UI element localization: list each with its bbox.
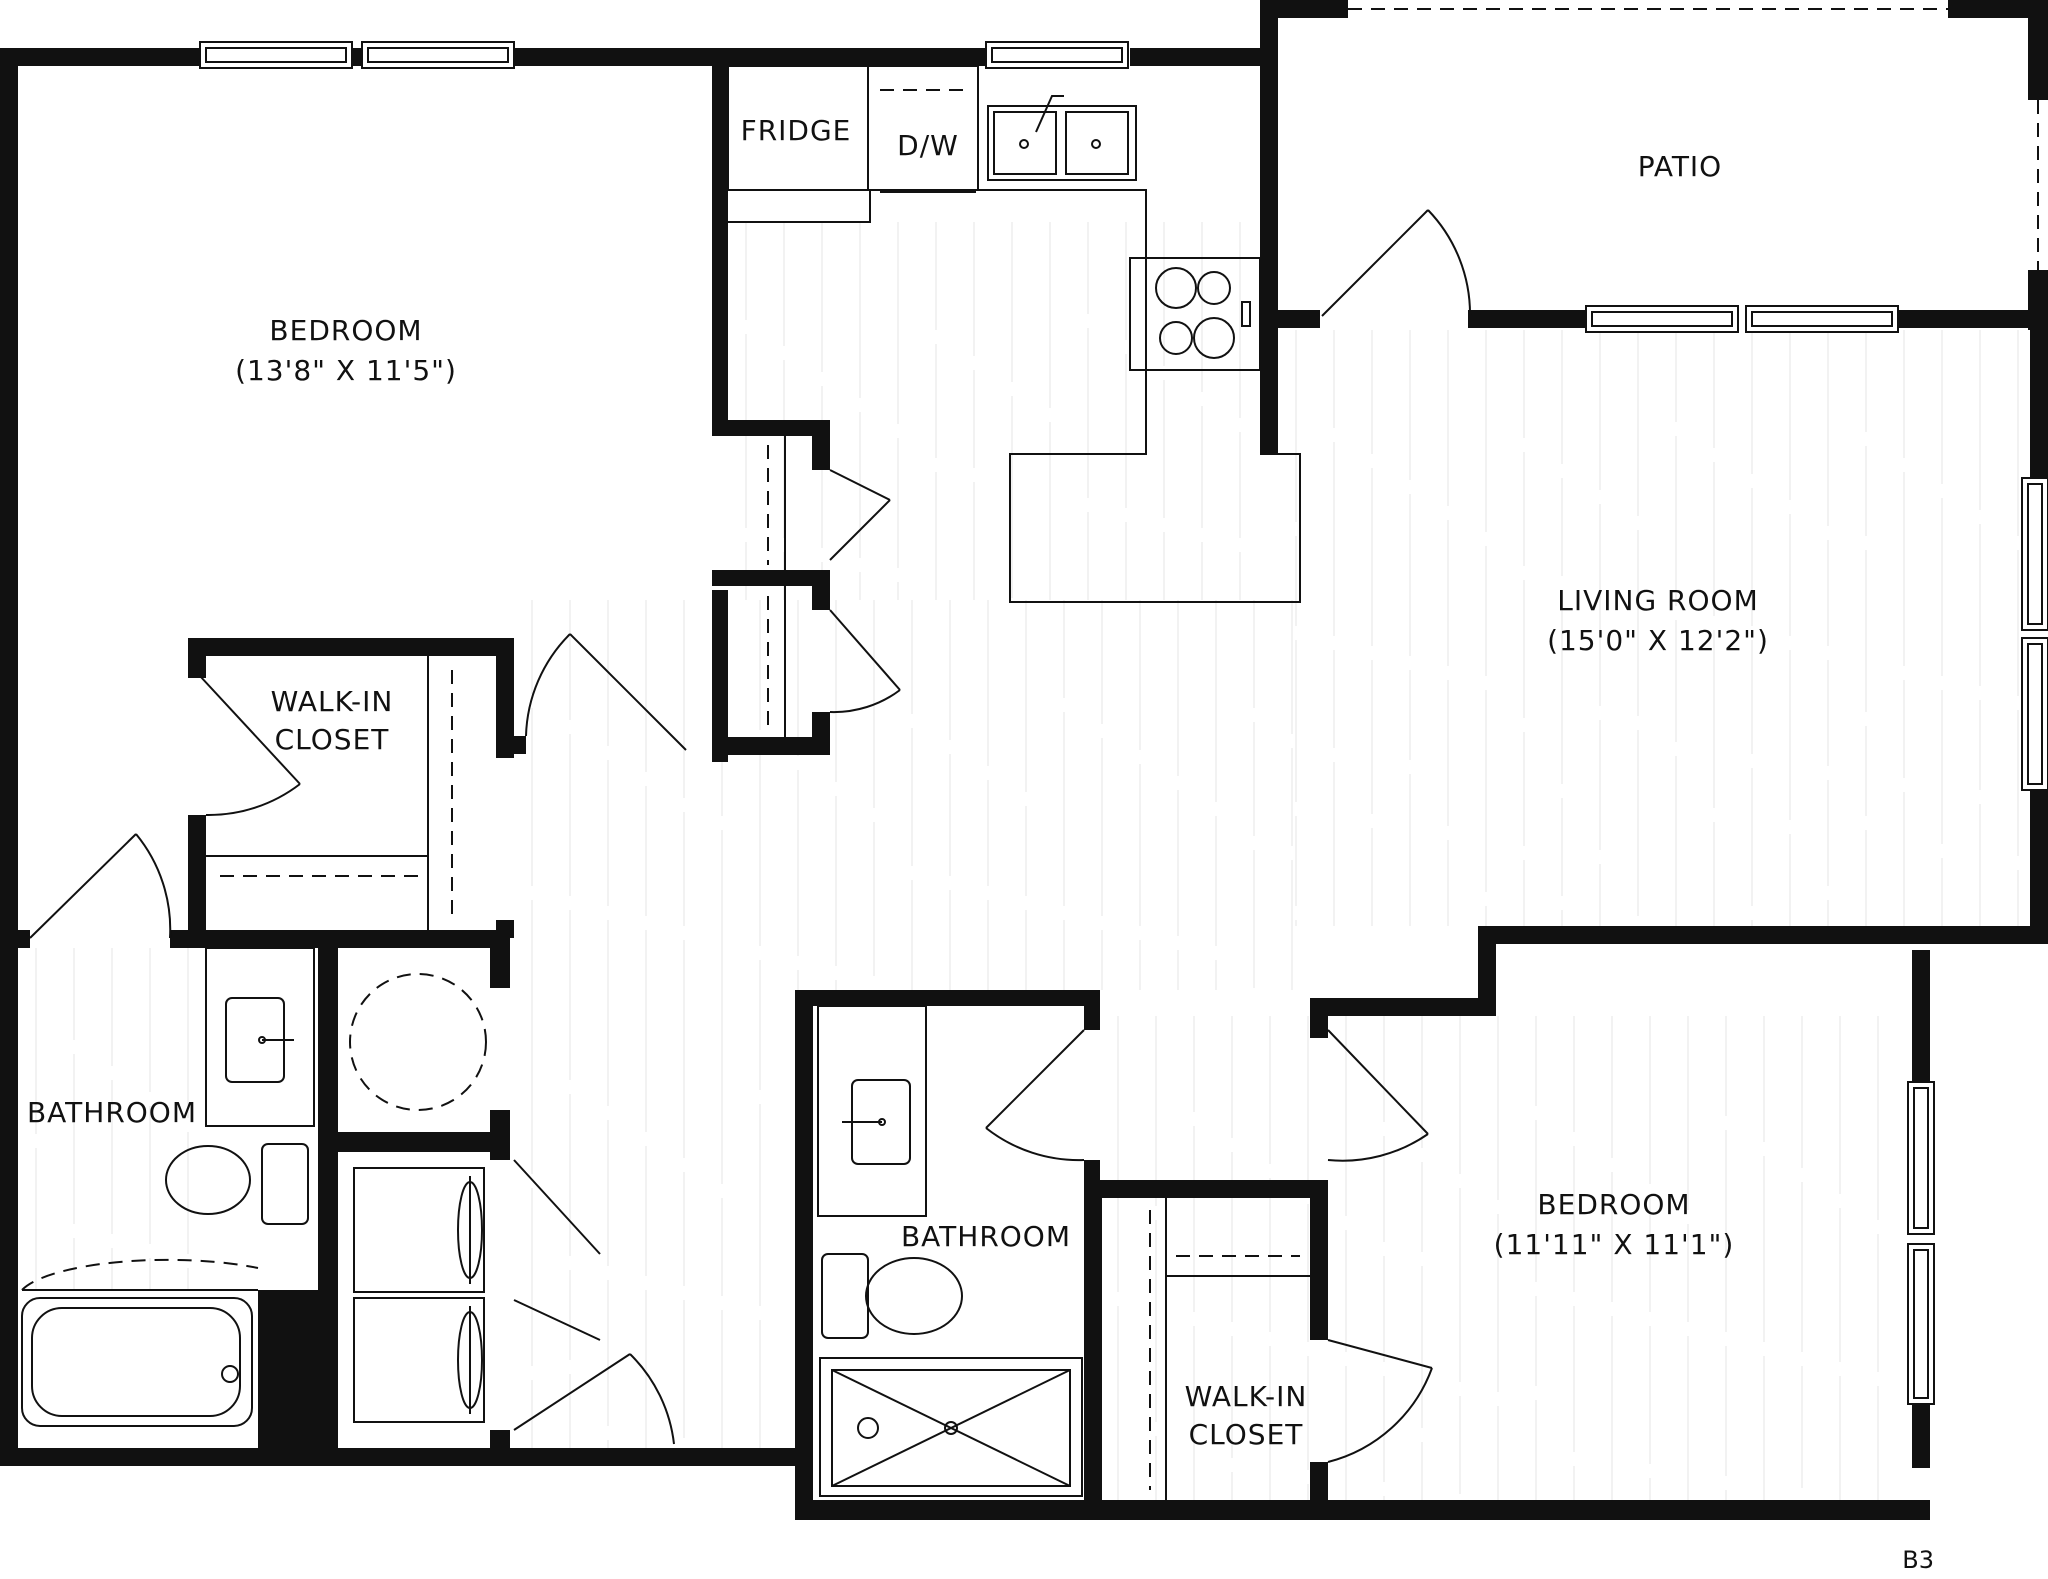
- walk-in-closet-1-line2: CLOSET: [275, 723, 390, 756]
- window-icon: [1907, 1081, 1935, 1235]
- door-swing-icon: [1321, 209, 1472, 317]
- sink-icon: [842, 1079, 911, 1165]
- bathroom-1-name: BATHROOM: [27, 1096, 197, 1129]
- door-swing-icon: [1327, 1339, 1433, 1463]
- door-swing-icon: [1327, 1029, 1429, 1162]
- window-icon: [361, 41, 515, 69]
- doors: [29, 209, 1472, 1463]
- window-icon: [2021, 637, 2048, 791]
- bedroom-2-size: (11'11" X 11'1"): [1494, 1228, 1735, 1261]
- unit-code: B3: [1902, 1546, 1934, 1574]
- walk-in-closet-1-line1: WALK-IN: [271, 685, 394, 718]
- door-swing-icon: [29, 833, 172, 939]
- kitchen: [719, 65, 1301, 603]
- walk-in-closet-2-line1: WALK-IN: [1185, 1380, 1308, 1413]
- dryer-icon: [353, 1167, 485, 1293]
- sink-icon: [225, 997, 294, 1083]
- walls: [0, 0, 2048, 1520]
- toilet-icon: [165, 1143, 309, 1225]
- bathroom-1-fixtures: [21, 947, 315, 1427]
- walk-in-closet-2-line2: CLOSET: [1189, 1418, 1304, 1451]
- living-room-name: LIVING ROOM: [1557, 584, 1759, 617]
- sink-icon: [987, 95, 1137, 181]
- window-icon: [199, 41, 353, 69]
- door-swing-icon: [525, 633, 687, 751]
- bedroom-1-name: BEDROOM: [269, 314, 422, 347]
- water-heater-icon: [349, 973, 487, 1111]
- door-swing-icon: [829, 469, 901, 714]
- patio-name: PATIO: [1638, 150, 1722, 183]
- bathtub-icon: [21, 1258, 259, 1427]
- bathroom-2-name: BATHROOM: [901, 1220, 1071, 1253]
- floor-grain: [35, 222, 2019, 1500]
- window-icon: [1585, 305, 1739, 333]
- dishwasher-label: D/W: [897, 129, 959, 162]
- window-icon: [985, 41, 1129, 69]
- fridge-label: FRIDGE: [741, 114, 852, 147]
- window-icon: [2021, 477, 2048, 631]
- door-swing-icon: [199, 675, 301, 817]
- toilet-icon: [821, 1253, 963, 1339]
- bedroom-2-name: BEDROOM: [1537, 1188, 1690, 1221]
- windows: [199, 41, 2048, 1405]
- door-swing-icon: [985, 1029, 1085, 1162]
- washer-icon: [353, 1297, 485, 1423]
- bathroom-2-fixtures: [817, 1005, 1083, 1497]
- door-swing-icon: [513, 1159, 675, 1445]
- patio-edge: [1348, 8, 2039, 270]
- window-icon: [1745, 305, 1899, 333]
- window-icon: [1907, 1243, 1935, 1405]
- closet-shelves: [206, 436, 1310, 1500]
- bedroom-1-size: (13'8" X 11'5"): [235, 354, 457, 387]
- shower-icon: [819, 1357, 1083, 1497]
- laundry: [349, 973, 487, 1423]
- room-labels: BEDROOM (13'8" X 11'5") WALK-IN CLOSET F…: [27, 114, 1934, 1574]
- living-room-size: (15'0" X 12'2"): [1547, 624, 1769, 657]
- stove-icon: [1129, 257, 1261, 371]
